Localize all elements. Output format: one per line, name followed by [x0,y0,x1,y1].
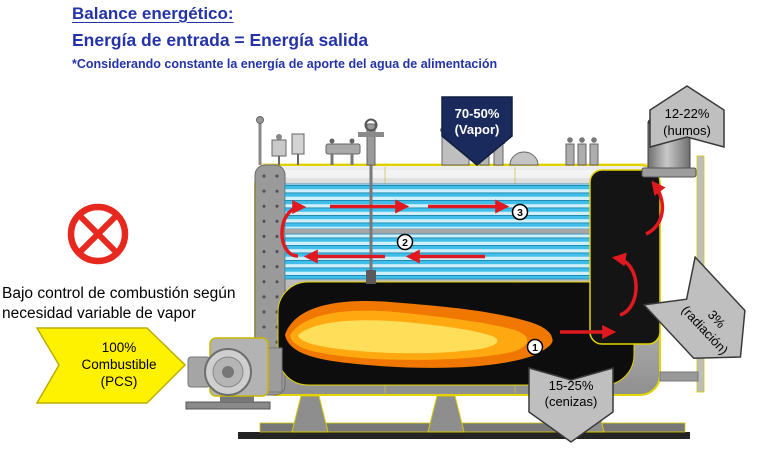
arrow-humos: 12-22% (humos) [649,85,725,148]
arrow-combustible-label: 100% Combustible (PCS) [81,340,157,389]
combustion-control-note: Bajo control de combustión según necesid… [2,285,236,323]
subtitle: Energía de entrada = Energía salida [72,30,369,50]
burner [185,337,283,410]
arrow-cenizas-label: 15-25% (cenizas) [544,377,598,409]
arrow-vapor-shape [441,96,513,166]
footnote: *Considerando constante la energía de ap… [72,57,498,71]
arrow-cenizas-shape [528,367,614,443]
arrow-vapor: 70-50% (Vapor) [441,96,513,166]
arrow-radiacion: 3% (radiación) [642,255,762,383]
arrow-humos-shape [649,85,725,148]
water-column [358,118,384,284]
arrow-combustible: 100% Combustible (PCS) [36,327,186,404]
gas-flow-arrows [280,180,666,339]
arrow-combustible-shape [36,327,186,404]
tube-banks [284,183,594,280]
arrow-humos-label: 12-22% (humos) [663,106,711,138]
top-fittings [256,116,599,166]
pass-number-3: 3 [517,207,523,219]
flame-inner [298,320,498,354]
pass-number-2: 2 [402,237,408,249]
arrow-vapor-label: 70-50% (Vapor) [454,105,500,137]
pass-badge-3: 3 [511,203,529,221]
prohibition-icon [67,203,129,265]
header: Balance energético: Energía de entrada =… [72,4,497,71]
boiler-base [238,395,690,439]
furnace [277,281,635,386]
smokebox [589,169,661,345]
page-title: Balance energético: [72,4,234,23]
boiler-illustration: 1 2 3 [185,116,705,439]
arrow-cenizas: 15-25% (cenizas) [528,367,614,443]
pass-badge-1: 1 [526,338,544,356]
pass-number-1: 1 [532,342,538,354]
pass-badge-2: 2 [396,233,414,251]
arrow-radiacion-shape [642,255,746,359]
